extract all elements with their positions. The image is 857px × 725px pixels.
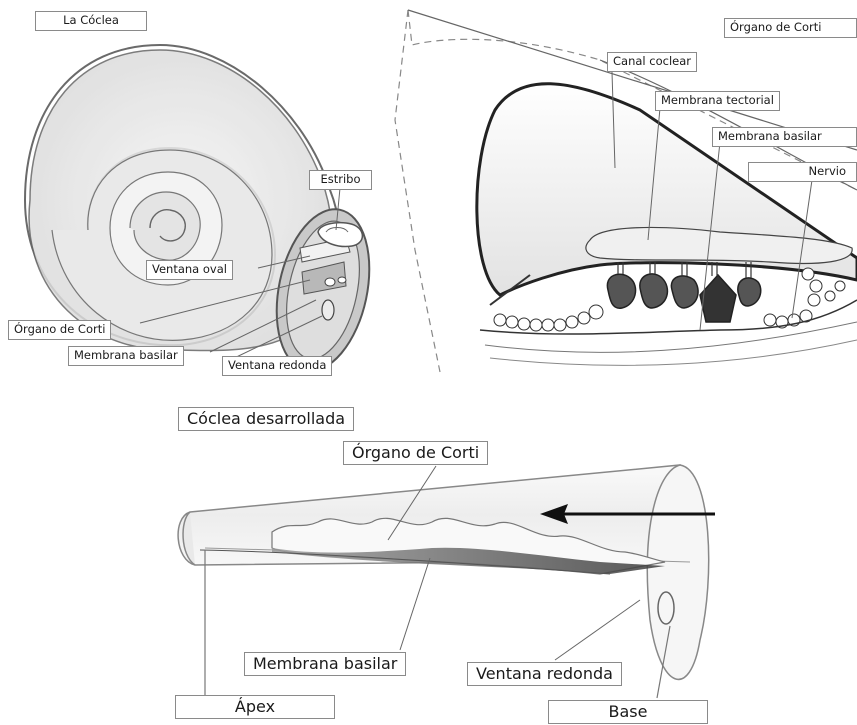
label-membrana-basilar-unrolled: Membrana basilar: [244, 652, 406, 676]
label-organo-corti-unrolled: Órgano de Corti: [343, 441, 488, 465]
label-canal-coclear: Canal coclear: [607, 52, 697, 72]
label-membrana-tectorial: Membrana tectorial: [655, 91, 780, 111]
label-ventana-redonda: Ventana redonda: [222, 356, 332, 376]
label-membrana-basilar: Membrana basilar: [68, 346, 184, 366]
label-organo-corti: Órgano de Corti: [8, 320, 111, 340]
label-estribo: Estribo: [309, 170, 372, 190]
label-membrana-basilar-corti: Membrana basilar: [712, 127, 857, 147]
label-ventana-redonda-unrolled: Ventana redonda: [467, 662, 622, 686]
label-ventana-oval: Ventana oval: [146, 260, 233, 280]
label-nervio: Nervio: [748, 162, 857, 182]
cochlea-title: La Cóclea: [35, 11, 147, 31]
corti-title: Órgano de Corti: [724, 18, 857, 38]
unrolled-title: Cóclea desarrollada: [178, 407, 354, 431]
label-base: Base: [548, 700, 708, 724]
label-apex: Ápex: [175, 695, 335, 719]
